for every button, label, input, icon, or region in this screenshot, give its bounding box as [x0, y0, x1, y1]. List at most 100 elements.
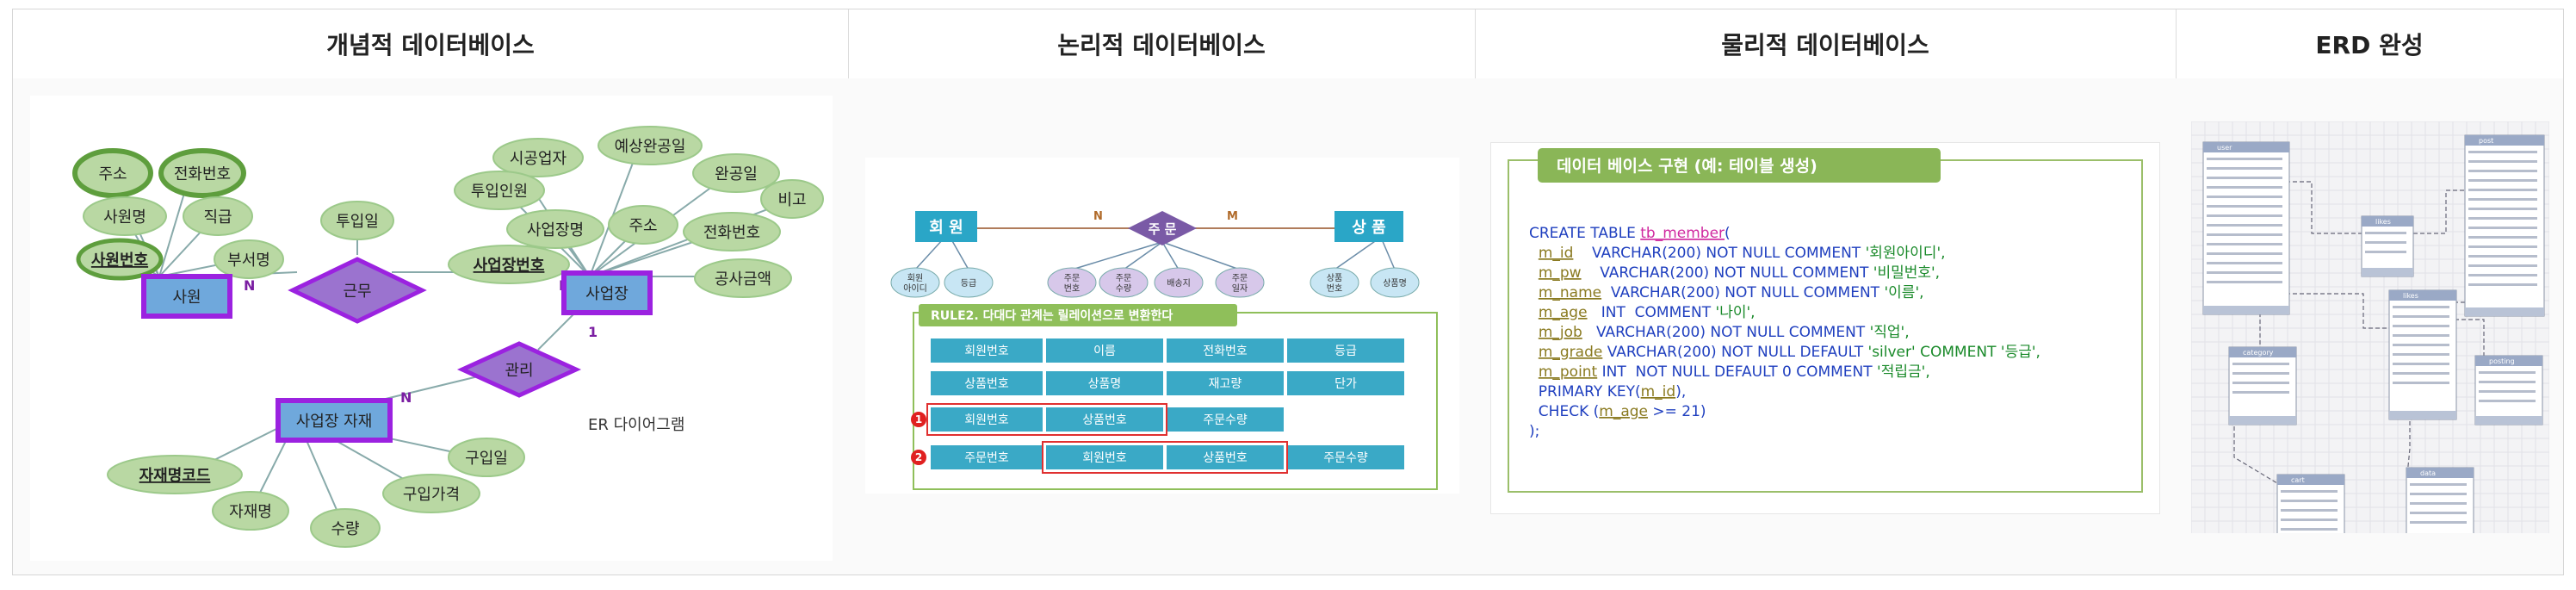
attr-material-name: 자재명: [229, 503, 272, 521]
logical-attr-ellipse: [1215, 267, 1265, 298]
header-conceptual: 개념적 데이터베이스: [326, 31, 535, 59]
erd-column-line: [2232, 372, 2289, 375]
card-n2: N: [400, 389, 412, 406]
relation-cell-label: 전화번호: [1203, 345, 1248, 358]
erd-table-header: [2229, 347, 2296, 357]
attr-completion: 완공일: [715, 165, 758, 183]
erd-column-line: [2468, 198, 2537, 201]
logical-attr-ellipse: [1370, 267, 1420, 298]
relation-cell: [1167, 445, 1284, 469]
erd-column-line: [2232, 382, 2289, 384]
er-caption: ER 다이어그램: [588, 416, 684, 434]
erd-column-line: [2207, 167, 2282, 170]
erd-column-line: [2468, 160, 2537, 163]
relation-cell-label: 회원번호: [964, 413, 1009, 427]
erd-column-line: [2468, 189, 2537, 191]
logical-attr-label: 수량: [1116, 283, 1131, 294]
erd-column-line: [2365, 251, 2406, 253]
sql-line: m_job VARCHAR(200) NOT NULL COMMENT '직업'…: [1529, 324, 1910, 341]
logical-entity-member-label: 회 원: [929, 219, 963, 237]
erd-column-line: [2393, 315, 2449, 318]
erd-table-header: [2362, 216, 2413, 227]
erd-column-line: [2207, 281, 2282, 283]
erd-table-name: likes: [2403, 292, 2418, 300]
relation-cell-label: 재고량: [1209, 377, 1242, 391]
member-attributes: 주소 전화번호 사원명 직급 사원번호 부서명: [72, 148, 284, 281]
attr-start-date: 투입일: [336, 213, 379, 231]
erd-column-line: [2393, 344, 2449, 346]
relation-cell-label: 등급: [1334, 345, 1357, 358]
erd-column-line: [2281, 500, 2338, 502]
highlight-box: [1042, 441, 1288, 474]
erd-table-header: [2203, 142, 2289, 152]
erd-table-header: [2475, 356, 2542, 366]
relation-cell-label: 주문수량: [1203, 413, 1248, 427]
erd-tables: userlikespostcategorylikespostingcartdat…: [2202, 134, 2545, 533]
attr-quantity: 수량: [331, 520, 359, 538]
rule-title-bar: [919, 304, 1237, 326]
erd-column-line: [2281, 528, 2338, 531]
logical-attr-label: 주문: [1064, 273, 1080, 283]
entity-material-label: 사업장 자재: [296, 413, 373, 431]
sql-line: CREATE TABLE tb_member(: [1529, 225, 1731, 242]
logical-attr-ellipse: [944, 267, 994, 298]
relation-cell-label: 주문번호: [964, 451, 1009, 465]
sql-line: CHECK (m_age >= 21): [1529, 403, 1706, 420]
erd-column-line: [2393, 363, 2449, 365]
card-1: 1: [588, 324, 598, 340]
erd-column-line: [2479, 390, 2536, 393]
logical-attr-label: 상품: [1327, 273, 1342, 283]
erd-table-name: cart: [2291, 476, 2305, 484]
logical-attr-label: 아이디: [903, 283, 927, 294]
attr-site-phone: 전화번호: [703, 224, 760, 242]
attr-cost: 공사금액: [715, 270, 771, 289]
erd-column-line: [2393, 382, 2449, 384]
erd-column-line: [2207, 262, 2282, 264]
erd-table-footer: [2229, 416, 2296, 425]
erd-column-line: [2232, 363, 2289, 365]
relation-manage: [456, 341, 582, 398]
erd-column-line: [2393, 306, 2449, 308]
erd-column-line: [2410, 493, 2467, 495]
relation-cell: [1046, 338, 1163, 363]
physical-code-panel: 데이터 베이스 구현 (예: 테이블 생성) CREATE TABLE tb_m…: [1490, 142, 2160, 514]
physical-code-svg: 데이터 베이스 구현 (예: 테이블 생성) CREATE TABLE tb_m…: [1508, 148, 2143, 493]
logical-attr-label: 배송지: [1167, 278, 1191, 289]
logical-attr-label: 주문: [1232, 273, 1248, 283]
erd-column-line: [2207, 243, 2282, 245]
attr-headcount: 투입인원: [471, 183, 528, 201]
erd-column-line: [2468, 283, 2537, 286]
erd-column-line: [2468, 217, 2537, 220]
erd-column-line: [2479, 371, 2536, 374]
relation-cell: [1046, 407, 1163, 432]
erd-column-line: [2207, 214, 2282, 217]
sql-code-lines: CREATE TABLE tb_member( m_id VARCHAR(200…: [1529, 225, 2040, 440]
sql-line: m_age INT COMMENT '나이',: [1529, 304, 1756, 321]
logical-attr-ellipse: [890, 267, 940, 298]
attr-site-id: 사업장번호: [474, 257, 545, 275]
relation-cell-label: 이름: [1093, 345, 1116, 358]
erd-table-header: [2465, 135, 2544, 146]
sql-line: m_point INT NOT NULL DEFAULT 0 COMMENT '…: [1529, 363, 1930, 381]
relation-cell: [1287, 371, 1404, 395]
erd-table: [2202, 141, 2290, 315]
relation-work-label: 근무: [343, 283, 371, 301]
attr-material-code: 자재명코드: [139, 467, 211, 485]
attr-price: 구입가격: [403, 486, 460, 504]
attr-expected-date: 예상완공일: [615, 138, 686, 156]
sql-line: m_id VARCHAR(200) NOT NULL COMMENT '회원아이…: [1529, 245, 1946, 262]
erd-column-line: [2479, 381, 2536, 383]
erd-column-line: [2468, 179, 2537, 182]
attr-purchase-date: 구입일: [465, 450, 508, 468]
erd-column-line: [2468, 208, 2537, 210]
erd-column-line: [2365, 232, 2406, 234]
erd-column-line: [2393, 325, 2449, 327]
card-n1: N: [244, 277, 255, 294]
relation-cell-label: 회원번호: [964, 345, 1009, 358]
erd-table-footer: [2203, 306, 2289, 314]
logical-attr-ellipse: [1047, 267, 1097, 298]
relation-cell: [1287, 445, 1404, 469]
erd-table-name: post: [2479, 137, 2493, 145]
sql-line: );: [1529, 423, 1539, 440]
